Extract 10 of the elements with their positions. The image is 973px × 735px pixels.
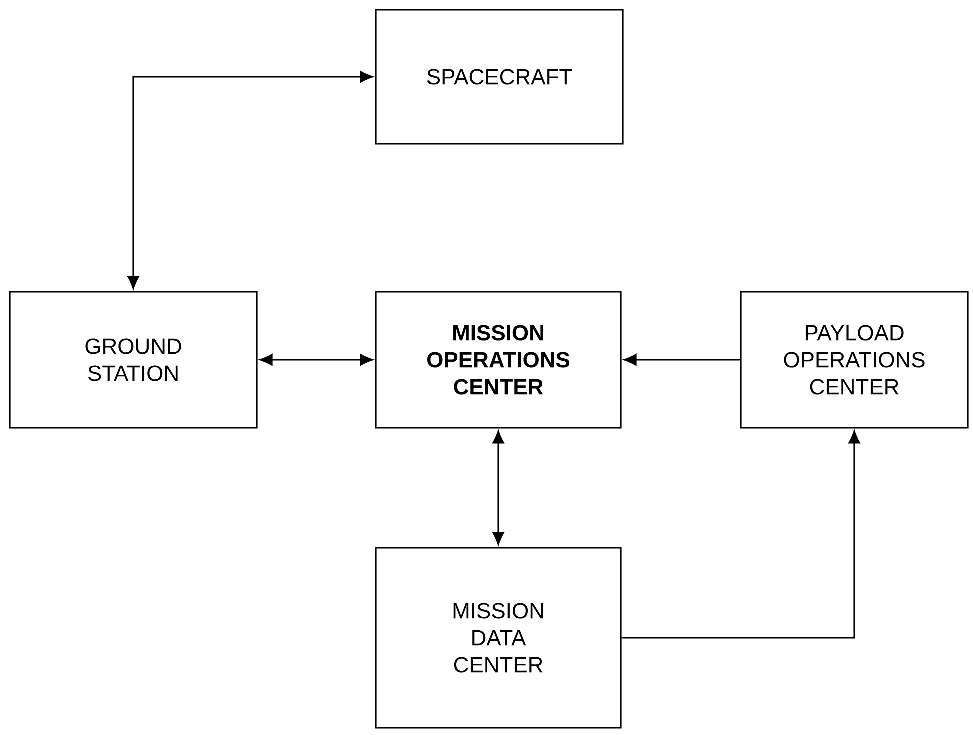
arrow: [260, 354, 374, 366]
process-box: PAYLOAD OPERATIONS CENTER: [740, 291, 969, 429]
arrow: [624, 354, 740, 366]
arrow: [622, 430, 860, 639]
arrow: [128, 71, 374, 290]
arrow: [492, 430, 504, 546]
process-box: GROUND STATION: [9, 291, 258, 429]
process-box: MISSION DATA CENTER: [375, 547, 622, 729]
process-box: SPACECRAFT: [375, 9, 624, 145]
process-box: MISSION OPERATIONS CENTER: [375, 291, 622, 429]
